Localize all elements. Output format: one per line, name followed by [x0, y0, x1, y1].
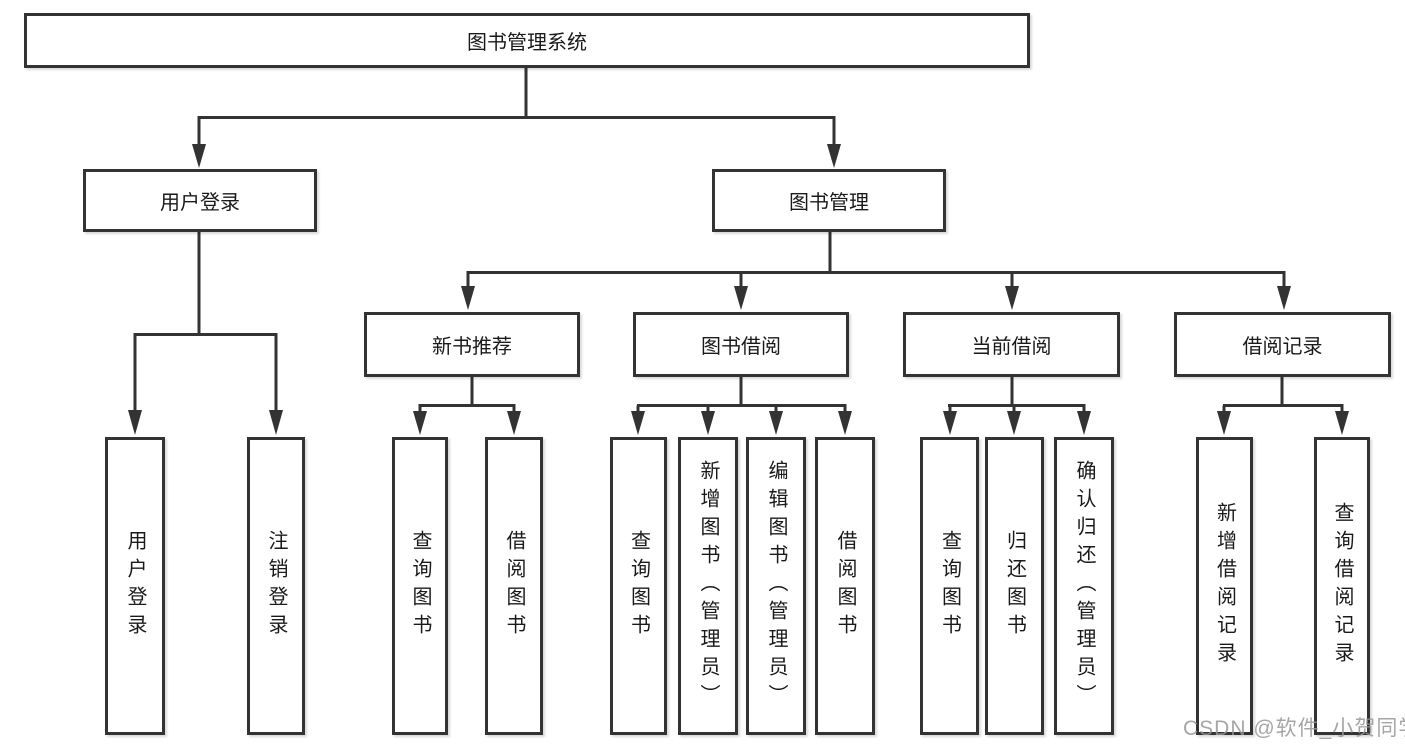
- arrow-down-icon: [734, 286, 748, 310]
- arrow-down-icon: [943, 411, 957, 435]
- arrow-down-icon: [269, 410, 283, 435]
- leaf-return-books: 归还图书: [985, 437, 1044, 735]
- arrow-down-icon: [631, 411, 645, 435]
- arrow-down-icon: [701, 411, 715, 435]
- node-current-borrow: 当前借阅: [903, 312, 1120, 377]
- leaf-logout-login: 注销登录: [247, 437, 305, 735]
- arrow-down-icon: [192, 144, 206, 168]
- arrow-down-icon: [838, 411, 852, 435]
- arrow-down-icon: [769, 411, 783, 435]
- leaf-edit-book-admin: 编辑图书（管理员）: [746, 437, 806, 735]
- node-book-management: 图书管理: [712, 169, 946, 232]
- node-book-borrow: 图书借阅: [633, 312, 849, 377]
- arrow-down-icon: [413, 411, 427, 435]
- arrow-down-icon: [1005, 286, 1019, 310]
- arrow-down-icon: [1217, 411, 1231, 435]
- arrow-down-icon: [507, 411, 521, 435]
- leaf-borrow-books: 借阅图书: [815, 437, 875, 735]
- leaf-confirm-return-admin: 确认归还（管理员）: [1054, 437, 1114, 735]
- node-root-library-system: 图书管理系统: [24, 13, 1030, 68]
- arrow-down-icon: [827, 144, 841, 168]
- connector-line: [133, 68, 1344, 412]
- arrow-down-icon: [1335, 411, 1349, 435]
- leaf-user-login: 用户登录: [105, 437, 165, 735]
- arrow-down-icon: [1077, 411, 1091, 435]
- csdn-watermark: CSDN @软件_小贺同学: [1183, 717, 1405, 740]
- arrow-down-icon: [1007, 411, 1021, 435]
- leaf-add-borrow-record: 新增借阅记录: [1196, 437, 1253, 735]
- leaf-query-books-current: 查询图书: [920, 437, 979, 735]
- arrow-down-icon: [461, 286, 475, 310]
- node-borrow-records: 借阅记录: [1174, 312, 1391, 377]
- arrow-down-icon: [1277, 286, 1291, 310]
- node-new-book-recommend: 新书推荐: [364, 312, 580, 377]
- arrow-down-icon: [128, 410, 142, 435]
- leaf-borrow-books-recommend: 借阅图书: [485, 437, 543, 735]
- leaf-query-books-borrow: 查询图书: [610, 437, 667, 735]
- leaf-query-borrow-record: 查询借阅记录: [1314, 437, 1370, 735]
- leaf-add-book-admin: 新增图书（管理员）: [678, 437, 738, 735]
- leaf-query-books-recommend: 查询图书: [392, 437, 448, 735]
- node-user-login: 用户登录: [83, 169, 317, 232]
